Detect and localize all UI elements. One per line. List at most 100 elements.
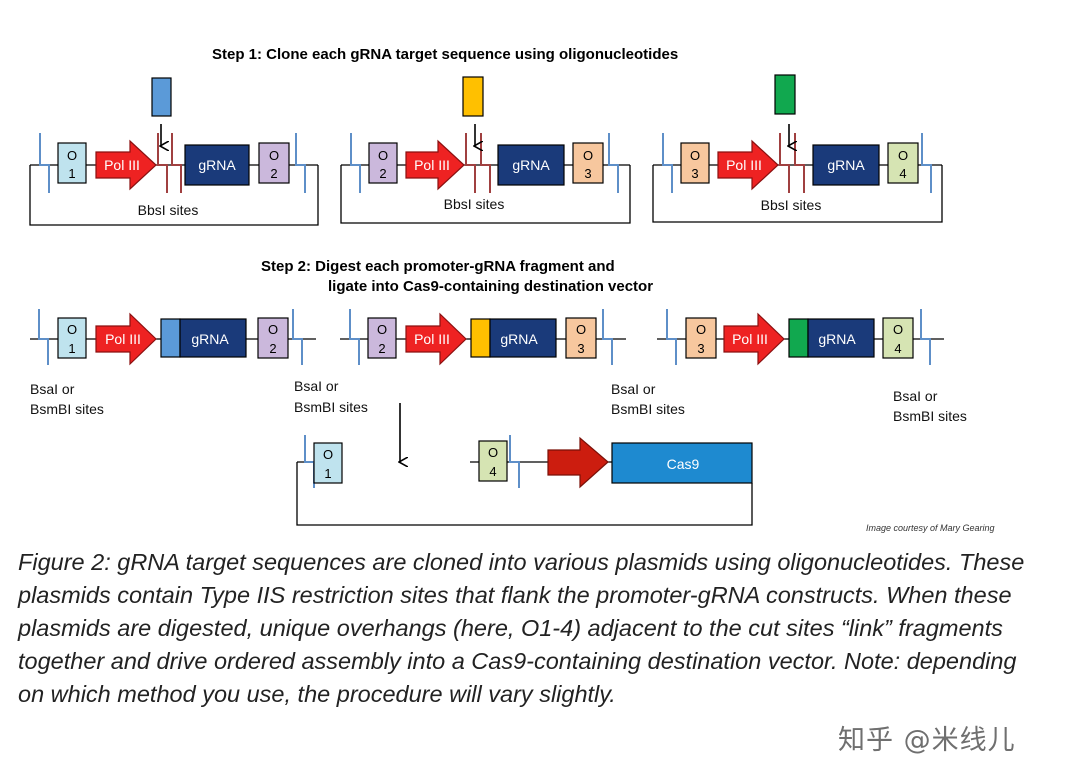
step2-title-line2: ligate into Cas9-containing destination … <box>328 278 653 295</box>
grna-scaffold <box>497 144 565 186</box>
overhang-number: 2 <box>379 166 386 181</box>
overhang-number: 2 <box>270 166 277 181</box>
overhang-o2 <box>368 142 398 184</box>
pol3-promoter-arrow-icon <box>405 312 467 366</box>
overhang-letter: O <box>690 148 700 163</box>
plasmid-backbone <box>296 462 753 526</box>
overhang-letter: O <box>269 148 279 163</box>
bsai-label: BsmBI sites <box>893 408 967 424</box>
overhang-letter: O <box>696 322 706 337</box>
overhang-number: 4 <box>899 166 906 181</box>
grna-scaffold <box>179 318 247 358</box>
step2-fragment-2: O 2 Pol III gRNA O 3 <box>340 309 626 366</box>
grna-label: gRNA <box>191 331 229 347</box>
grna-label: gRNA <box>198 157 236 173</box>
cas9-gene <box>611 442 753 484</box>
bsai-label: BsaI or <box>893 388 938 404</box>
target-sequence-3 <box>788 318 809 358</box>
bsai-label: BsmBI sites <box>30 401 104 417</box>
step1-plasmid-1: O 1 Pol III gRNA O 2 BbsI sites <box>29 77 319 226</box>
bsai-cut-site <box>38 309 49 365</box>
pol3-promoter-arrow-icon <box>717 139 779 191</box>
step1-plasmid-3: O 3 Pol III gRNA O 4 BbsI sites <box>652 74 943 223</box>
pol3-label: Pol III <box>732 331 768 347</box>
bbsi-cut-site <box>295 133 306 193</box>
bbsi-cut-site <box>465 133 476 193</box>
bsai-label: BsaI or <box>30 381 75 397</box>
grna-scaffold <box>812 144 880 186</box>
overhang-letter: O <box>898 148 908 163</box>
bbsi-cut-site <box>157 133 168 193</box>
overhang-letter: O <box>893 322 903 337</box>
overhang-letter: O <box>323 447 333 462</box>
bsai-cut-site <box>666 309 677 365</box>
plasmid-backbone <box>340 165 631 224</box>
plasmid-backbone <box>29 165 319 226</box>
overhang-o4 <box>478 440 508 482</box>
overhang-letter: O <box>377 322 387 337</box>
pol3-promoter-arrow-icon <box>723 312 785 366</box>
step1-title: Step 1: Clone each gRNA target sequence … <box>212 46 678 63</box>
overhang-o3 <box>565 317 597 359</box>
overhang-number: 3 <box>577 341 584 356</box>
overhang-o3 <box>680 142 710 184</box>
overhang-number: 3 <box>584 166 591 181</box>
overhang-letter: O <box>488 445 498 460</box>
image-credit: Image courtesy of Mary Gearing <box>866 523 995 533</box>
pol3-label: Pol III <box>414 157 450 173</box>
target-sequence-2 <box>462 76 484 117</box>
pol3-label: Pol III <box>726 157 762 173</box>
overhang-letter: O <box>378 148 388 163</box>
bbsi-cut-site <box>921 133 932 193</box>
diagram: Step 1: Clone each gRNA target sequence … <box>29 46 995 533</box>
overhang-o4 <box>882 317 914 359</box>
overhang-letter: O <box>583 148 593 163</box>
pol3-promoter-arrow-icon <box>95 139 157 191</box>
bsai-cut-site <box>349 309 360 365</box>
step2-fragment-1: O 1 Pol III gRNA O 2 <box>30 309 316 366</box>
bbsi-label: BbsI sites <box>444 196 505 212</box>
pol3-label: Pol III <box>105 331 141 347</box>
overhang-number: 2 <box>378 341 385 356</box>
bsai-cut-site <box>509 435 520 488</box>
figure-caption: Figure 2: gRNA target sequences are clon… <box>18 549 1025 707</box>
overhang-letter: O <box>67 322 77 337</box>
overhang-number: 4 <box>894 341 901 356</box>
overhang-number: 1 <box>68 341 75 356</box>
overhang-o3 <box>572 142 604 184</box>
overhang-o2 <box>257 317 289 359</box>
bbsi-label: BbsI sites <box>761 197 822 213</box>
pol3-label: Pol III <box>414 331 450 347</box>
overhang-o3 <box>685 317 717 359</box>
overhang-letter: O <box>67 148 77 163</box>
grna-label: gRNA <box>827 157 865 173</box>
step1-plasmid-2: O 2 Pol III gRNA O 3 BbsI sites <box>340 76 631 224</box>
overhang-o2 <box>258 142 290 184</box>
overhang-number: 3 <box>691 166 698 181</box>
overhang-number: 2 <box>269 341 276 356</box>
grna-label: gRNA <box>512 157 550 173</box>
overhang-letter: O <box>576 322 586 337</box>
bsai-label: BsmBI sites <box>294 399 368 415</box>
bbsi-cut-site <box>779 133 790 193</box>
target-sequence-3 <box>774 74 796 115</box>
overhang-o1 <box>57 317 87 359</box>
overhang-o4 <box>887 142 919 184</box>
grna-scaffold <box>489 318 557 358</box>
overhang-number: 3 <box>697 341 704 356</box>
bbsi-cut-site <box>171 133 182 193</box>
grna-label: gRNA <box>818 331 856 347</box>
grna-scaffold <box>184 144 250 186</box>
cas9-label: Cas9 <box>667 456 700 472</box>
pol3-label: Pol III <box>104 157 140 173</box>
bbsi-cut-site <box>39 133 50 193</box>
bsai-label: BsaI or <box>611 381 656 397</box>
bsai-cut-site <box>292 309 303 365</box>
bsai-cut-site <box>602 309 613 365</box>
step2-fragment-3: O 3 Pol III gRNA O 4 <box>657 309 944 366</box>
target-sequence-1 <box>151 77 172 117</box>
bbsi-cut-site <box>608 133 619 193</box>
grna-label: gRNA <box>500 331 538 347</box>
target-sequence-1 <box>160 318 181 358</box>
bbsi-cut-site <box>480 133 491 193</box>
